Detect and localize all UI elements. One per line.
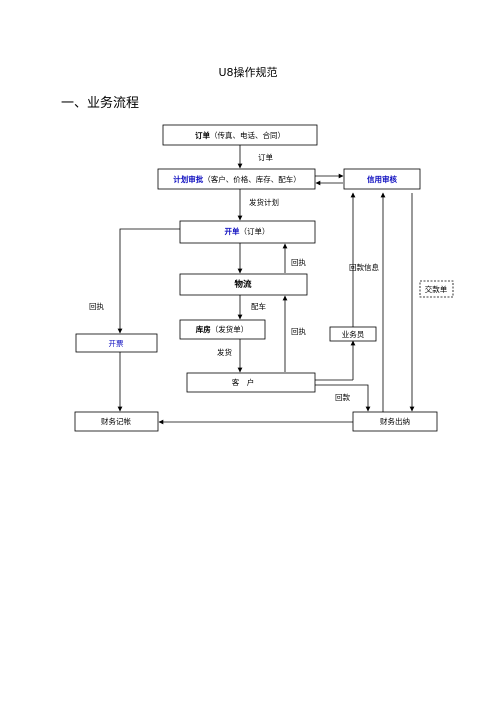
credit-label: 信用审核 bbox=[367, 174, 397, 184]
node-plan-approval: 计划审批（客户、价格、库存、配车） bbox=[157, 168, 316, 190]
node-invoice: 开票 bbox=[75, 333, 158, 353]
svg-text:开单（订单）: 开单（订单） bbox=[225, 226, 270, 236]
node-accounting: 财务记帐 bbox=[74, 411, 159, 432]
svg-text:计划审批（客户、价格、库存、配车）: 计划审批（客户、价格、库存、配车） bbox=[173, 174, 301, 184]
salesman-label: 业务员 bbox=[342, 329, 365, 339]
billing-detail: （订单） bbox=[240, 226, 270, 236]
section-heading: 一、业务流程 bbox=[61, 96, 140, 111]
node-cashier: 财务出纳 bbox=[352, 411, 438, 432]
edge-label-payment-info: 回款信息 bbox=[349, 262, 379, 272]
warehouse-label: 库房 bbox=[196, 324, 211, 334]
node-credit-review: 信用审核 bbox=[343, 168, 421, 190]
edge-label-delivery-plan: 发货计划 bbox=[249, 197, 279, 207]
order-detail: （传真、电话、合同） bbox=[210, 130, 285, 140]
node-logistics: 物流 bbox=[179, 273, 308, 296]
node-customer: 客 户 bbox=[186, 372, 316, 393]
svg-text:库房（发货单）: 库房（发货单） bbox=[196, 324, 249, 334]
plan-label: 计划审批 bbox=[173, 174, 203, 184]
invoice-label: 开票 bbox=[109, 339, 124, 348]
accounting-label: 财务记帐 bbox=[101, 416, 131, 426]
edge-label-payment: 回款 bbox=[335, 392, 350, 402]
edge-label-receipt-left: 回执 bbox=[89, 301, 104, 311]
node-payment-slip: 交款单 bbox=[419, 280, 454, 298]
edge-billing-to-invoice bbox=[117, 228, 180, 334]
plan-detail: （客户、价格、库存、配车） bbox=[203, 174, 301, 184]
node-salesman: 业务员 bbox=[329, 326, 377, 342]
warehouse-detail: （发货单） bbox=[211, 324, 249, 334]
edge-label-receipt-2: 回执 bbox=[291, 326, 306, 336]
payment-slip-label: 交款单 bbox=[425, 284, 448, 294]
edge-customer-to-cashier bbox=[315, 384, 371, 412]
node-warehouse: 库房（发货单） bbox=[179, 319, 266, 340]
cashier-label: 财务出纳 bbox=[380, 416, 410, 426]
edge-label-dispatch-truck: 配车 bbox=[251, 301, 266, 311]
document-title: U8操作规范 bbox=[218, 66, 278, 79]
node-order: 订单（传真、电话、合同） bbox=[162, 124, 318, 146]
logistics-label: 物流 bbox=[234, 279, 252, 290]
customer-label: 客 户 bbox=[232, 377, 255, 387]
node-billing: 开单（订单） bbox=[179, 220, 316, 244]
svg-text:订单（传真、电话、合同）: 订单（传真、电话、合同） bbox=[195, 130, 285, 140]
billing-label: 开单 bbox=[225, 226, 240, 236]
edge-label-ship: 发货 bbox=[217, 347, 232, 357]
edge-label-receipt-1: 回执 bbox=[291, 257, 306, 267]
order-label: 订单 bbox=[195, 130, 210, 140]
edge-label-order: 订单 bbox=[258, 152, 273, 162]
